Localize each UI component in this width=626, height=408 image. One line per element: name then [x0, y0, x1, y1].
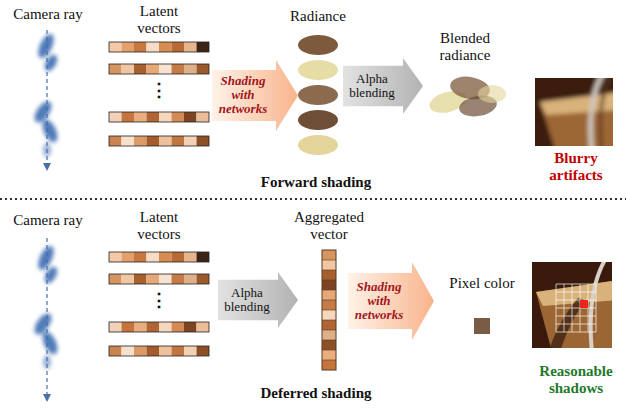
latent-row	[109, 112, 209, 122]
arrow-label: Shading with networks	[351, 280, 407, 323]
latent-row	[109, 136, 209, 146]
photo-background	[535, 78, 613, 146]
shading-arrow: Shading with networks	[348, 262, 434, 340]
ellipsis: ⋮	[147, 291, 171, 309]
result-label: Blurry artifacts	[536, 150, 616, 183]
arrow-outline	[212, 60, 298, 131]
aggregated-label: Aggregated vector	[285, 209, 373, 242]
blending-arrow: Alpha blending	[218, 272, 298, 328]
pixel-label: Pixel color	[437, 275, 527, 292]
camera-ray-label: Camera ray	[0, 212, 98, 229]
camera-ray	[31, 238, 60, 394]
arrow-outline	[348, 262, 434, 340]
arrow-outline	[343, 58, 423, 114]
latent-row	[109, 274, 209, 284]
dotted-separator	[0, 198, 626, 200]
latent-label: Latent vectors	[128, 3, 190, 36]
arrow-label: Shading with networks	[215, 74, 271, 117]
latent-row	[109, 252, 209, 262]
radiance-ellipse	[298, 110, 338, 130]
pixel-grid	[556, 284, 596, 332]
arrow-label: Alpha blending	[346, 72, 398, 101]
shading-arrow: Shading with networks	[212, 60, 298, 131]
blending-arrow: Alpha blending	[343, 58, 423, 114]
result-label: Reasonable shadows	[530, 363, 622, 396]
blended-ellipse	[478, 85, 506, 103]
fork	[591, 262, 606, 348]
camera-ray-label: Camera ray	[0, 6, 98, 23]
gaussian-blobs	[31, 244, 60, 369]
arrow-label: Alpha blending	[221, 286, 273, 315]
blended-label: Blended radiance	[429, 30, 501, 63]
latent-label: Latent vectors	[128, 209, 190, 242]
section-heading: Deferred shading	[226, 385, 406, 402]
latent-row	[109, 64, 209, 74]
radiance-ellipse	[298, 85, 338, 105]
radiance-ellipse	[298, 35, 338, 55]
blended-ellipses	[427, 74, 506, 119]
aggregated-vector	[322, 250, 336, 370]
fork-shadow	[600, 78, 612, 146]
latent-row	[109, 346, 209, 356]
gaussian-blobs	[31, 32, 60, 157]
arrow-outline	[218, 272, 298, 328]
section-heading: Forward shading	[231, 174, 401, 191]
camera-ray	[31, 30, 60, 163]
radiance-label: Radiance	[278, 8, 358, 25]
photo-background	[532, 262, 612, 348]
arrow-shape	[212, 60, 298, 131]
radiance-ellipse	[298, 135, 338, 155]
rendered-photo	[532, 262, 612, 348]
latent-row	[109, 322, 209, 332]
latent-row	[109, 42, 209, 52]
ellipsis: ⋮	[147, 81, 171, 99]
highlighted-pixel	[580, 300, 588, 308]
latent-vectors	[109, 42, 209, 146]
arrow-shape	[348, 262, 434, 340]
pie-slice	[536, 280, 612, 348]
rendered-photo	[535, 78, 613, 146]
radiance-ellipses	[298, 35, 338, 155]
latent-vectors	[109, 252, 209, 356]
radiance-ellipse	[298, 60, 338, 80]
pixel-square	[474, 318, 490, 334]
